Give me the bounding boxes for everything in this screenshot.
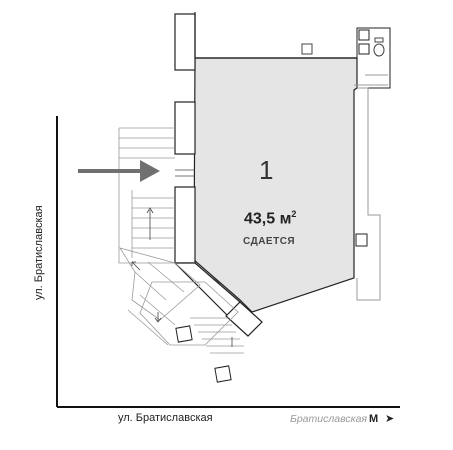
room-area-value: 43,5 м [244, 210, 292, 228]
metro-direction-arrow-icon: ➤ [385, 413, 395, 425]
toilet-icon [373, 37, 385, 57]
street-label-left: ул. Братиславская [33, 205, 45, 300]
entrance-arrow-icon [78, 160, 160, 182]
walls [173, 12, 357, 337]
entrance-door [175, 169, 195, 177]
sink-icon [301, 43, 313, 55]
room-number: 1 [259, 155, 274, 185]
room-area: 43,5 м2 [244, 209, 296, 228]
metro-station-label: Братиславская [290, 413, 368, 425]
street-label-bottom: ул. Братиславская [118, 412, 213, 424]
column-right [355, 233, 368, 247]
right-side-wall [356, 87, 381, 301]
porch-columns [175, 325, 232, 383]
stair-arrows [131, 207, 233, 347]
room-status-badge: СДАЕТСЯ [243, 236, 296, 247]
metro-icon: М [369, 413, 379, 425]
room-1-area[interactable] [193, 57, 358, 313]
room-area-unit-superscript: 2 [291, 209, 297, 219]
street-boundary [56, 116, 400, 408]
wc-block [354, 27, 391, 89]
